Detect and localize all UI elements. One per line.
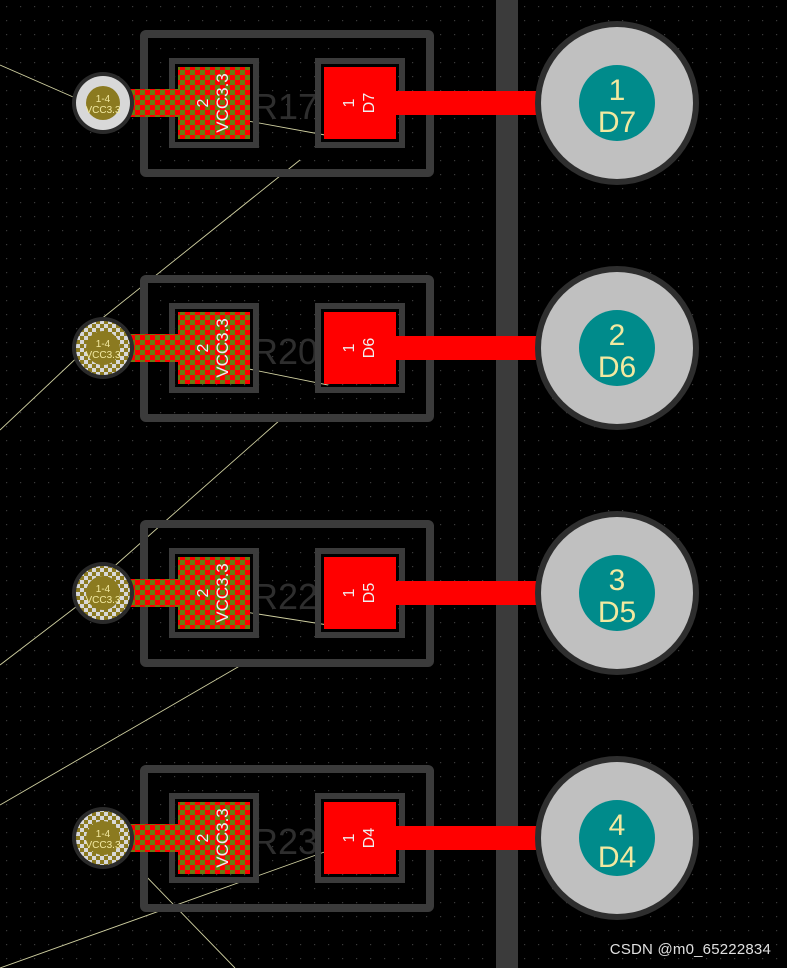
pad2[interactable] xyxy=(178,67,250,139)
pad2-number: 2 xyxy=(195,833,212,842)
pad1[interactable] xyxy=(324,312,396,384)
signal-trace[interactable] xyxy=(396,581,556,605)
pad2-number: 2 xyxy=(195,588,212,597)
pad2-number: 2 xyxy=(195,343,212,352)
via-hole xyxy=(86,331,120,365)
pad2-number: 2 xyxy=(195,98,212,107)
pad1-net: D7 xyxy=(361,93,378,114)
header-pad-number: 2 xyxy=(609,319,626,352)
via-net: VCC3.3 xyxy=(85,595,120,606)
pad2-net: VCC3.3 xyxy=(213,318,232,378)
header-pad-number: 1 xyxy=(609,74,626,107)
ratsnest-line xyxy=(0,659,251,806)
via-label: 1-4 xyxy=(96,584,111,595)
pad1-net: D6 xyxy=(361,338,378,359)
signal-trace[interactable] xyxy=(396,336,556,360)
via-label: 1-4 xyxy=(96,339,111,350)
pad2[interactable] xyxy=(178,312,250,384)
designator-label: R22 xyxy=(252,576,318,617)
header-pad-hole xyxy=(579,310,655,386)
header-pad-hole xyxy=(579,65,655,141)
pad1[interactable] xyxy=(324,802,396,874)
via-label: 1-4 xyxy=(96,94,111,105)
ratsnest-line xyxy=(109,419,281,571)
signal-trace[interactable] xyxy=(396,826,556,850)
via-net: VCC3.3 xyxy=(85,840,120,851)
header-pad-net: D4 xyxy=(598,841,636,874)
header-pad-net: D6 xyxy=(598,351,636,384)
ratsnest-line xyxy=(99,159,301,321)
board-outline-bar xyxy=(496,0,518,968)
header-pad-hole xyxy=(579,555,655,631)
ratsnest-line xyxy=(0,599,86,666)
pad1-number: 1 xyxy=(341,833,358,842)
ratsnest-line xyxy=(139,869,236,968)
pad1-net: D4 xyxy=(361,828,378,849)
via-hole xyxy=(86,821,120,855)
pad1-net: D5 xyxy=(361,583,378,604)
designator-label: R23 xyxy=(252,821,318,862)
pad2-net: VCC3.3 xyxy=(213,808,232,868)
signal-trace[interactable] xyxy=(396,91,556,115)
watermark: CSDN @m0_65222834 xyxy=(609,941,771,958)
designator-label: R17 xyxy=(252,86,318,127)
pad2-net: VCC3.3 xyxy=(213,73,232,133)
via-net: VCC3.3 xyxy=(85,105,120,116)
ratsnest-line xyxy=(0,349,86,431)
via-label: 1-4 xyxy=(96,829,111,840)
pad1-number: 1 xyxy=(341,98,358,107)
via-net: VCC3.3 xyxy=(85,350,120,361)
header-pad-number: 4 xyxy=(609,809,626,842)
via-hole xyxy=(86,86,120,120)
designator-label: R20 xyxy=(252,331,318,372)
ratsnest-line xyxy=(0,64,81,101)
header-pad-hole xyxy=(579,800,655,876)
pad2[interactable] xyxy=(178,557,250,629)
pad1-number: 1 xyxy=(341,588,358,597)
pad1-number: 1 xyxy=(341,343,358,352)
pad1[interactable] xyxy=(324,67,396,139)
pad1[interactable] xyxy=(324,557,396,629)
header-pad-net: D7 xyxy=(598,106,636,139)
via-hole xyxy=(86,576,120,610)
header-pad-number: 3 xyxy=(609,564,626,597)
header-pad-net: D5 xyxy=(598,596,636,629)
pad2-net: VCC3.3 xyxy=(213,563,232,623)
pad2[interactable] xyxy=(178,802,250,874)
